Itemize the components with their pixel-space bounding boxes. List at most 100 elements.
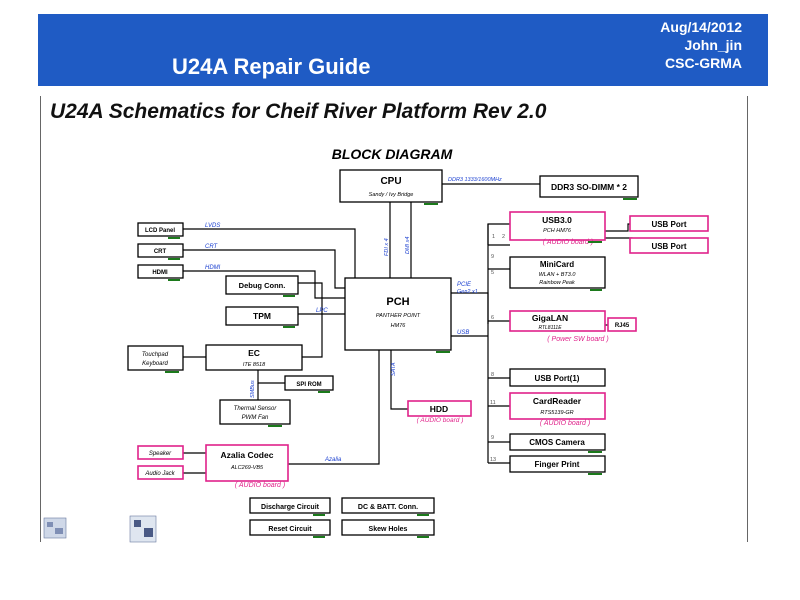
speaker-block — [137, 445, 184, 460]
port-num-1: 1 — [492, 234, 495, 240]
finger-print-label: Finger Print — [535, 460, 580, 469]
usb-port-right-label: USB Port(1) — [535, 374, 580, 383]
diagram-heading: BLOCK DIAGRAM — [332, 146, 453, 162]
thermal-label: Thermal Sensor — [234, 406, 278, 412]
pcie-link-label2: Gen2 x1 — [457, 289, 478, 295]
cmos-camera-block — [509, 433, 606, 451]
discharge-label: Discharge Circuit — [261, 504, 320, 511]
usb3-note: ( AUDIO board ) — [543, 239, 593, 246]
usb3-block — [509, 211, 606, 241]
touchpad-keyboard-block — [127, 345, 184, 371]
board-thumbnail-1 — [43, 517, 67, 539]
lcd-panel-block — [137, 222, 184, 237]
usb-port-2-block — [629, 237, 709, 254]
fan-label: PWM Fan — [242, 415, 269, 421]
sodimm-label: DDR3 SO-DIMM * 2 — [551, 182, 627, 192]
hdd-note: ( AUDIO board ) — [417, 417, 464, 424]
ec-label: EC — [248, 348, 260, 358]
gigalan-sub: RTL8111E — [538, 325, 562, 331]
document-title: U24A Schematics for Cheif River Platform… — [50, 100, 547, 123]
azalia-label: Azalia Codec — [221, 450, 274, 460]
port-num-13: 13 — [490, 457, 496, 463]
minicard-label: MiniCard — [540, 260, 574, 269]
lcd-panel-label: LCD Panel — [145, 228, 175, 234]
debug-conn-block — [225, 275, 299, 295]
cardreader-note: ( AUDIO board ) — [540, 420, 590, 427]
port-num-8: 8 — [491, 372, 494, 378]
touchpad-label: Touchpad — [142, 352, 169, 358]
rj45-block — [607, 317, 637, 332]
cardreader-label: CardReader — [533, 396, 582, 406]
hdmi-link-label: HDMI — [205, 265, 221, 271]
cpu-sub: Sandy / Ivy Bridge — [369, 192, 414, 198]
pch-block — [344, 277, 452, 351]
skew-label: Skew Holes — [369, 526, 408, 533]
gigalan-block — [509, 310, 606, 332]
pch-label: PCH — [386, 296, 409, 308]
usb-port-2-label: USB Port — [651, 242, 686, 251]
crt-label: CRT — [154, 249, 167, 255]
header-author: John_jin — [684, 37, 742, 53]
ec-sub: ITE 8518 — [243, 362, 266, 368]
pch-sub2: HM76 — [391, 323, 407, 329]
thermal-block — [219, 399, 291, 425]
cmos-camera-label: CMOS Camera — [529, 438, 585, 447]
fdi-link-label: FDI x 4 — [384, 238, 390, 256]
usb-port-right-block — [509, 368, 606, 387]
pcie-link-label: PCIE — [457, 282, 472, 288]
speaker-label: Speaker — [149, 451, 172, 457]
hdd-label: HDD — [430, 404, 448, 414]
header-date: Aug/14/2012 — [660, 19, 742, 35]
cpu-block — [339, 169, 443, 203]
port-num-11: 11 — [490, 400, 496, 406]
reset-label: Reset Circuit — [268, 526, 312, 533]
port-num-9a: 9 — [491, 254, 494, 260]
dc-batt-label: DC & BATT. Conn. — [358, 504, 418, 511]
port-num-2: 2 — [502, 234, 505, 240]
cardreader-sub: RTS5139-GR — [540, 410, 573, 416]
header-banner: U24A Repair Guide Aug/14/2012 John_jin C… — [38, 14, 768, 86]
gigalan-label: GigaLAN — [532, 313, 568, 323]
debug-conn-label: Debug Conn. — [239, 281, 286, 290]
lvds-link-label: LVDS — [205, 223, 220, 229]
header-meta: Aug/14/2012 John_jin CSC-GRMA — [660, 18, 742, 72]
audio-jack-block — [137, 465, 184, 480]
crt-link-label: CRT — [205, 244, 219, 250]
minicard-sub2: Rainbow Peak — [539, 280, 575, 286]
dc-batt-block — [341, 497, 435, 514]
ec-block — [205, 344, 303, 371]
azalia-link-label: Azalia — [324, 457, 342, 463]
reset-circuit-block — [249, 519, 331, 536]
tpm-label: TPM — [253, 311, 271, 321]
usb-link-label: USB — [457, 330, 469, 336]
schematic-sheet — [40, 96, 748, 542]
cardreader-block — [509, 392, 606, 420]
minicard-block — [509, 256, 606, 289]
hdmi-block — [137, 264, 184, 279]
finger-print-block — [509, 455, 606, 473]
lpc-link-label: LPC — [316, 308, 328, 314]
connection-lines — [150, 183, 633, 474]
page-reference-marks — [165, 198, 637, 538]
port-num-9b: 9 — [491, 435, 494, 441]
usb-port-1-label: USB Port — [651, 220, 686, 229]
cpu-label: CPU — [380, 176, 401, 187]
skew-holes-block — [341, 519, 435, 536]
header-org: CSC-GRMA — [665, 55, 742, 71]
usb3-label: USB3.0 — [542, 215, 572, 225]
spi-rom-label: SPI ROM — [296, 382, 321, 388]
header-title: U24A Repair Guide — [172, 54, 371, 79]
discharge-circuit-block — [249, 497, 331, 514]
tpm-block — [225, 306, 299, 326]
azalia-codec-block — [205, 444, 289, 482]
keyboard-label: Keyboard — [142, 361, 168, 367]
hdmi-label: HDMI — [152, 270, 168, 276]
rj45-label: RJ45 — [615, 323, 630, 329]
port-num-6: 6 — [491, 315, 494, 321]
spi-rom-block — [284, 375, 334, 391]
hdd-block — [407, 400, 472, 417]
sata-link-label: SATA — [391, 362, 397, 376]
sodimm-block — [539, 175, 639, 198]
pch-sub1: PANTHER POINT — [376, 313, 421, 319]
usb-port-1-block — [629, 215, 709, 232]
